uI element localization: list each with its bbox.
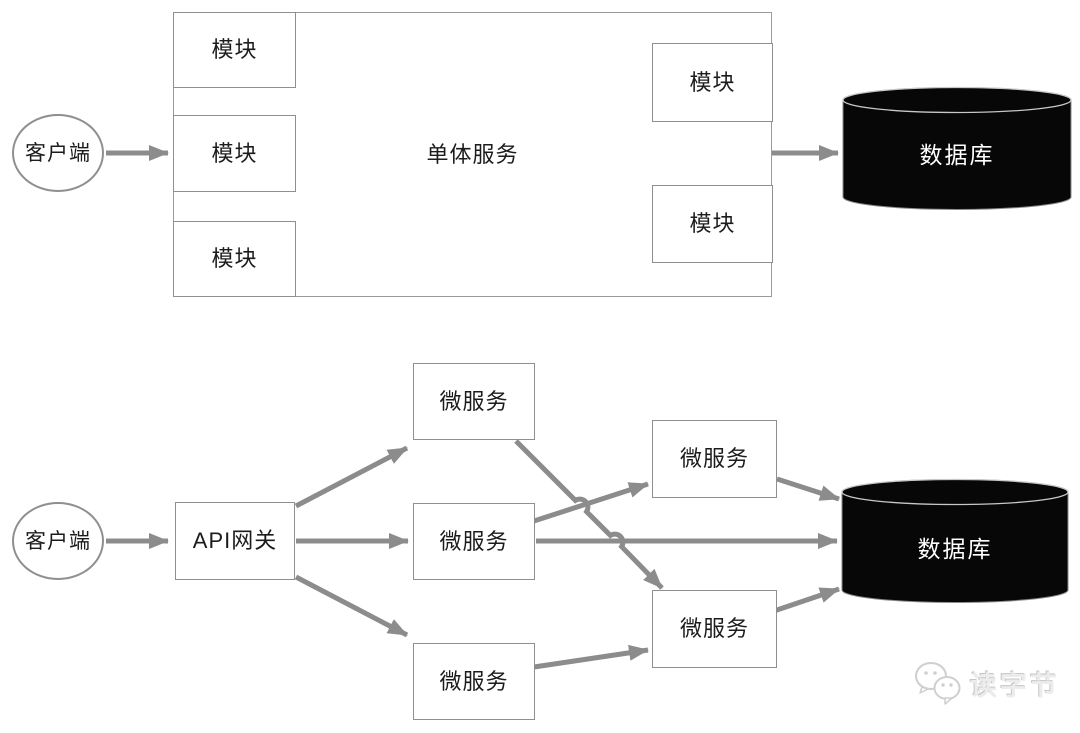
microservice-label: 微服务 bbox=[439, 528, 509, 554]
arrow-service-right-bottom-to-database bbox=[773, 586, 840, 614]
database-label-bottom: 数据库 bbox=[917, 536, 993, 562]
api-gateway-label: API网关 bbox=[192, 528, 278, 553]
database-cylinder-bottom bbox=[841, 478, 1069, 603]
module-box-3: 模块 bbox=[173, 221, 296, 297]
arrow-gateway-to-service-top bbox=[294, 445, 409, 509]
client-node-bottom: 客户端 bbox=[12, 502, 104, 580]
microservice-box-right-top: 微服务 bbox=[652, 420, 777, 498]
microservice-label: 微服务 bbox=[439, 388, 509, 414]
watermark-text: 读字节 bbox=[970, 670, 1060, 701]
module-label: 模块 bbox=[689, 211, 736, 236]
microservice-box-right-bottom: 微服务 bbox=[652, 590, 777, 668]
arrow-gateway-to-service-bottom bbox=[294, 574, 409, 638]
microservice-label: 微服务 bbox=[439, 668, 509, 694]
monolith-label: 单体服务 bbox=[426, 141, 519, 167]
arrow-service-mid-to-service-right-top bbox=[533, 481, 649, 524]
client-label: 客户端 bbox=[25, 141, 91, 165]
module-box-1: 模块 bbox=[173, 12, 296, 88]
microservice-box-top: 微服务 bbox=[413, 363, 535, 440]
module-label: 模块 bbox=[211, 37, 258, 62]
arrow-service-top-to-service-right-bottom bbox=[514, 439, 664, 590]
arrow-service-bottom-to-service-right-bottom bbox=[533, 644, 649, 670]
module-box-4: 模块 bbox=[652, 43, 773, 122]
module-label: 模块 bbox=[211, 246, 258, 271]
client-node-top: 客户端 bbox=[12, 114, 104, 192]
client-label: 客户端 bbox=[25, 529, 91, 553]
module-label: 模块 bbox=[689, 69, 736, 95]
api-gateway-box: API网关 bbox=[175, 502, 295, 580]
microservice-box-mid: 微服务 bbox=[413, 503, 535, 580]
microservice-box-bottom: 微服务 bbox=[413, 643, 535, 720]
microservice-label: 微服务 bbox=[679, 446, 749, 471]
database-cylinder-top bbox=[842, 86, 1072, 210]
database-label-top: 数据库 bbox=[919, 142, 995, 168]
module-box-5: 模块 bbox=[652, 185, 773, 263]
module-box-2: 模块 bbox=[173, 115, 296, 192]
module-label: 模块 bbox=[211, 140, 258, 166]
watermark: 读字节 bbox=[912, 660, 1060, 706]
wechat-logo-icon bbox=[915, 662, 961, 705]
microservice-label: 微服务 bbox=[679, 616, 749, 641]
arrow-service-right-top-to-database bbox=[776, 476, 840, 502]
